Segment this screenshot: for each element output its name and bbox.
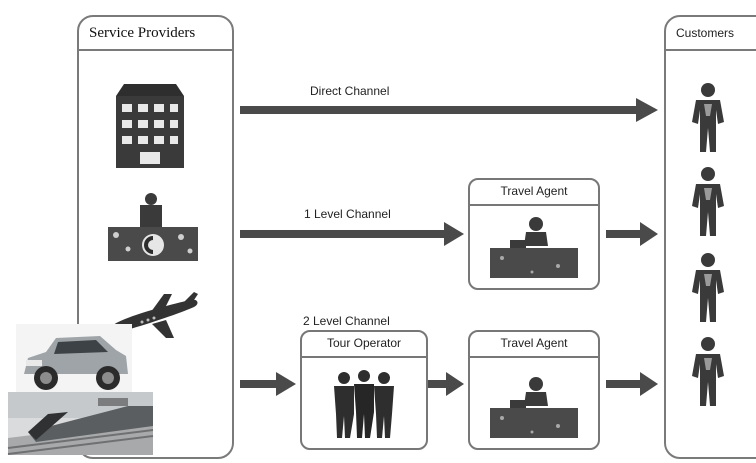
tour-operator-title: Tour Operator — [326, 336, 402, 350]
airplane-icon — [111, 292, 198, 338]
customer-icon — [692, 167, 724, 236]
travel-agent-icon — [490, 217, 578, 278]
travel-agent-box-2: Travel Agent — [468, 330, 600, 450]
car-photo — [16, 324, 132, 396]
providers-to-operator-arrow — [240, 372, 296, 396]
customer-icon — [692, 337, 724, 406]
two-level-channel-label: 2 Level Channel — [303, 314, 390, 328]
customer-icon — [692, 83, 724, 152]
travel-agent-header-2: Travel Agent — [470, 332, 598, 358]
travel-agent-box-1: Travel Agent — [468, 178, 600, 290]
service-providers-title: Service Providers — [89, 25, 196, 41]
train-photo — [7, 392, 154, 455]
travel-agent-header-1: Travel Agent — [470, 180, 598, 206]
travel-agent-icon — [490, 377, 578, 438]
travel-agent-title-1: Travel Agent — [500, 184, 568, 198]
customers-title: Customers — [676, 26, 735, 40]
attraction-icon — [108, 193, 198, 261]
customers-header: Customers — [666, 17, 756, 51]
travel-agent-title-2: Travel Agent — [500, 336, 568, 350]
tour-operator-box: Tour Operator — [300, 330, 428, 450]
one-level-channel-label: 1 Level Channel — [304, 207, 391, 221]
agent-to-customers-arrow-1 — [606, 222, 658, 246]
direct-channel-label: Direct Channel — [310, 84, 390, 98]
direct-channel-arrow — [240, 98, 658, 122]
customer-icon — [692, 253, 724, 322]
service-providers-header: Service Providers — [79, 17, 232, 51]
agent-to-customers-arrow-2 — [606, 372, 658, 396]
hotel-icon — [116, 84, 184, 168]
tour-operator-icon — [334, 370, 394, 438]
operator-to-agent-arrow — [426, 372, 464, 396]
tour-operator-header: Tour Operator — [302, 332, 426, 358]
one-level-channel-arrow — [240, 222, 464, 246]
